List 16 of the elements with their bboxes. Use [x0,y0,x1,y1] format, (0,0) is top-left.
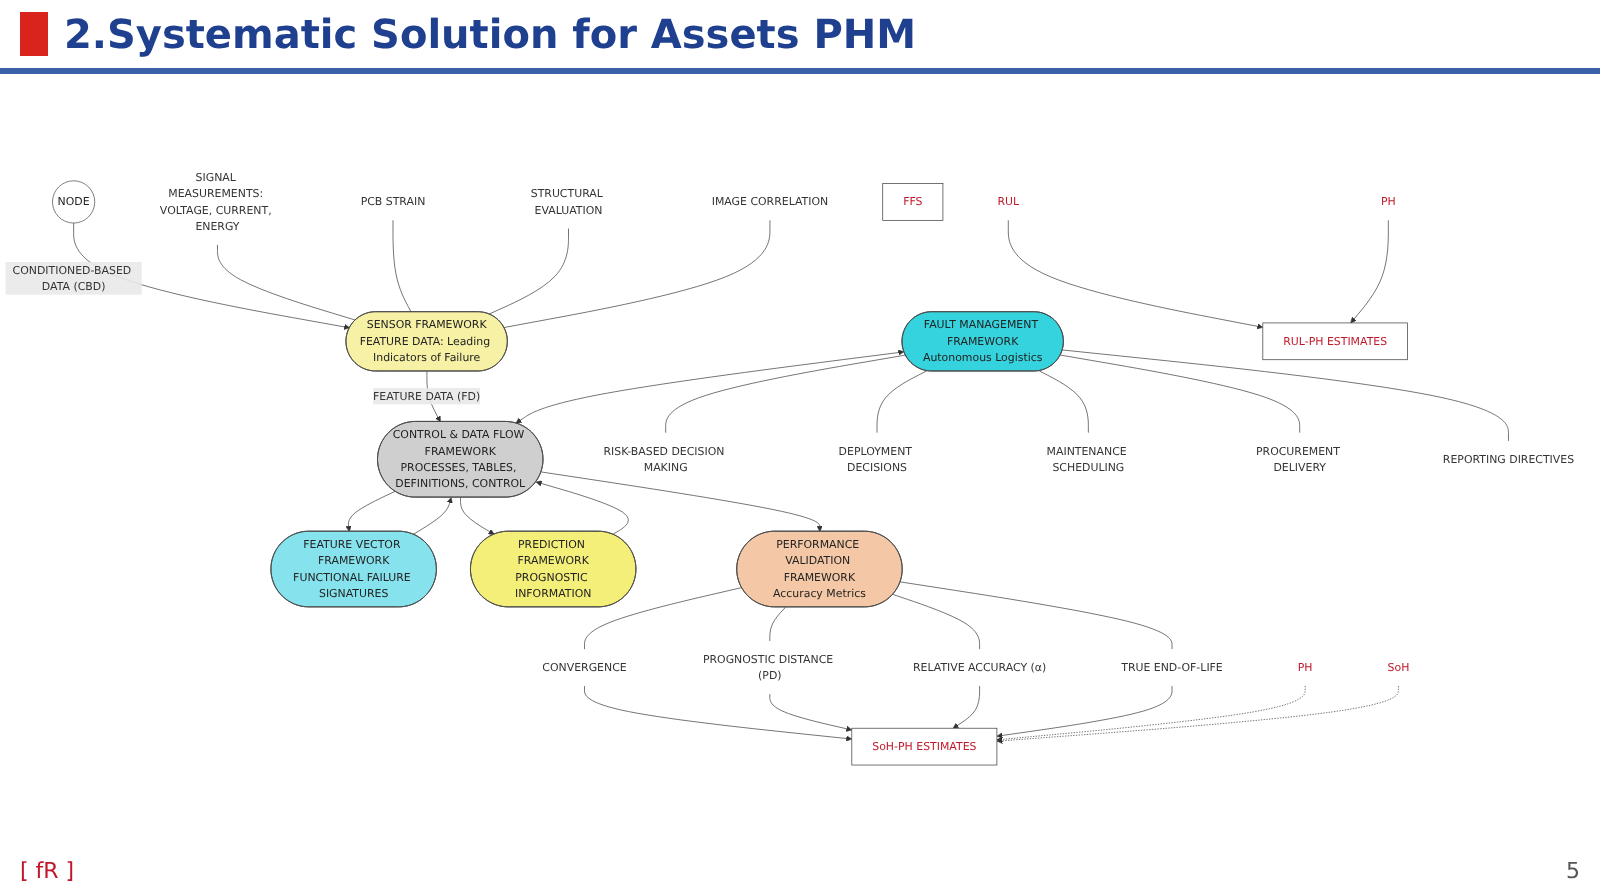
connector [488,228,569,315]
formula-label: [ fR ] [20,858,75,884]
connector [769,606,786,642]
connector [1060,354,1301,434]
connector [1062,349,1509,442]
connector [665,354,906,434]
connector [503,220,771,328]
page-number: 5 [1566,858,1580,884]
connector [876,370,928,434]
connector [584,587,743,650]
connector [1038,370,1089,434]
slide-title: 2.Systematic Solution for Assets PHM [64,10,916,58]
connector [892,594,980,650]
connector [900,581,1173,650]
connector [392,220,412,313]
connector [217,244,356,321]
